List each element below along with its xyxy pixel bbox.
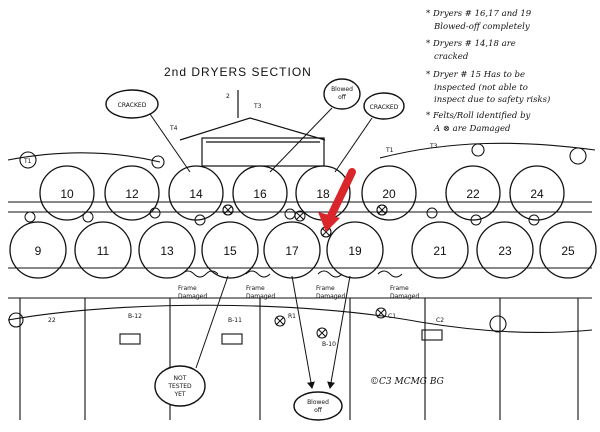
note-1b: Blowed-off completely	[433, 22, 530, 32]
dryer-25: 25	[539, 221, 597, 279]
svg-text:CRACKED: CRACKED	[118, 102, 147, 109]
felt-lines	[7, 142, 596, 420]
svg-text:Frame: Frame	[316, 285, 335, 292]
svg-text:19: 19	[348, 244, 362, 258]
svg-text:Damaged: Damaged	[316, 293, 345, 300]
dryer-24: 24	[509, 165, 565, 221]
svg-text:21: 21	[433, 244, 447, 258]
svg-text:17: 17	[285, 244, 299, 258]
svg-text:NOT: NOT	[174, 375, 187, 382]
note-4a: * Felts/Roll identified by	[426, 111, 531, 121]
dryer-11: 11	[74, 221, 132, 279]
notes-block: * Dryers # 16,17 and 19 Blowed-off compl…	[426, 9, 550, 134]
note-4b: A ⊗ are Damaged	[433, 124, 511, 134]
signature: ©C3 MCMG BG	[370, 377, 444, 387]
bottom-row-dryers: 9 11 13 15 17 19 21 23	[9, 221, 597, 279]
dryer-19: 19	[326, 221, 384, 279]
dryer-23: 23	[476, 221, 534, 279]
note-2a: * Dryers # 14,18 are	[426, 39, 516, 49]
callout-blowed-off-bottom: Blowed off	[291, 275, 351, 421]
svg-text:18: 18	[316, 187, 330, 201]
dryer-9: 9	[9, 221, 67, 279]
svg-text:16: 16	[253, 187, 267, 201]
svg-text:C2: C2	[436, 317, 444, 324]
svg-text:B-10: B-10	[322, 341, 336, 348]
dryer-15: 15	[201, 221, 259, 279]
svg-text:T1: T1	[385, 147, 394, 154]
frame-damaged-labels: Frame Damaged Frame Damaged Frame Damage…	[178, 270, 419, 300]
svg-text:11: 11	[97, 244, 110, 258]
small-markings: T1 T4 T1 T3 B-12 B-11 R1 B-10 C1 C2 22	[23, 125, 444, 348]
damaged-mark-icon	[294, 210, 306, 222]
svg-text:23: 23	[498, 244, 512, 258]
svg-text:2: 2	[226, 93, 230, 100]
dryer-13: 13	[138, 221, 196, 279]
damaged-mark-icon	[222, 204, 234, 216]
svg-text:B-11: B-11	[228, 317, 242, 324]
svg-text:12: 12	[125, 187, 139, 201]
dryer-17: 17	[263, 221, 321, 279]
svg-text:Damaged: Damaged	[246, 293, 275, 300]
svg-text:22: 22	[48, 317, 56, 324]
svg-text:T4: T4	[169, 125, 178, 132]
dryer-21: 21	[411, 221, 469, 279]
svg-text:25: 25	[561, 244, 575, 258]
dryer-22: 22	[445, 165, 501, 221]
svg-text:YET: YET	[173, 391, 185, 398]
svg-text:Frame: Frame	[178, 285, 197, 292]
svg-text:off: off	[314, 407, 323, 414]
note-3a: * Dryer # 15 Has to be	[426, 70, 525, 80]
svg-text:20: 20	[382, 187, 396, 201]
damaged-mark-icon	[375, 307, 387, 319]
svg-text:T1: T1	[23, 158, 32, 165]
callout-blowed-off-top: Blowed off	[269, 78, 361, 173]
svg-text:Damaged: Damaged	[178, 293, 207, 300]
svg-text:24: 24	[530, 187, 544, 201]
damaged-mark-icon	[274, 315, 286, 327]
svg-text:T3: T3	[253, 103, 262, 110]
svg-text:Damaged: Damaged	[390, 293, 419, 300]
note-1a: * Dryers # 16,17 and 19	[426, 9, 532, 19]
damaged-mark-icon	[316, 327, 328, 339]
svg-text:R1: R1	[288, 313, 296, 320]
dryer-12: 12	[104, 165, 160, 221]
hood-structure: 2 T3	[179, 90, 326, 167]
diagram-title: 2nd DRYERS SECTION	[164, 65, 312, 79]
svg-text:Blowed: Blowed	[307, 399, 329, 406]
svg-text:off: off	[338, 94, 347, 101]
note-3c: inspect due to safety risks)	[434, 94, 550, 105]
svg-text:T3: T3	[429, 143, 438, 150]
svg-text:15: 15	[223, 244, 237, 258]
damaged-mark-icon	[376, 204, 388, 216]
svg-text:B-12: B-12	[128, 313, 142, 320]
dryer-10: 10	[39, 165, 95, 221]
dryer-14: 14	[168, 165, 224, 221]
note-2b: cracked	[434, 52, 469, 62]
svg-text:13: 13	[160, 244, 174, 258]
svg-text:CRACKED: CRACKED	[370, 104, 399, 111]
red-arrow-icon	[318, 168, 356, 232]
svg-text:Frame: Frame	[246, 285, 265, 292]
svg-text:22: 22	[466, 187, 480, 201]
svg-text:Blowed: Blowed	[331, 86, 353, 93]
dryer-20: 20	[361, 165, 417, 221]
svg-text:9: 9	[35, 244, 42, 258]
svg-text:TESTED: TESTED	[167, 383, 192, 390]
callout-cracked-left: CRACKED	[105, 89, 191, 173]
callout-cracked-right: CRACKED	[334, 92, 405, 173]
callout-not-tested: NOT TESTED YET	[154, 275, 229, 407]
note-3b: inspected (not able to	[434, 82, 528, 93]
dryer-16: 16	[232, 165, 288, 221]
svg-text:10: 10	[60, 187, 74, 201]
svg-text:14: 14	[189, 187, 203, 201]
svg-text:Frame: Frame	[390, 285, 409, 292]
top-row-dryers: 10 12 14 16 18 20 22 24	[39, 165, 565, 221]
svg-text:C1: C1	[388, 313, 396, 320]
